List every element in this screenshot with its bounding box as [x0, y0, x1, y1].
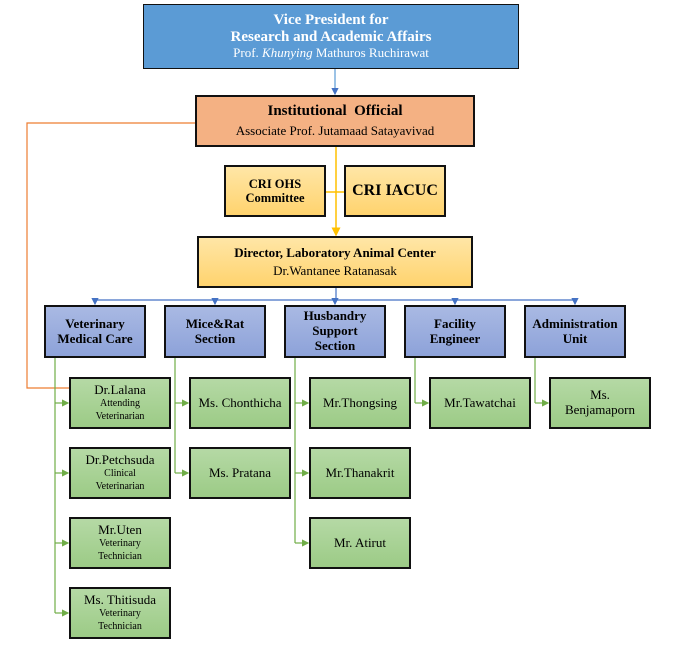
staff-role: Veterinary	[99, 538, 141, 550]
staff-name: Mr.Thanakrit	[325, 464, 395, 480]
cri-iacuc-box: CRI IACUC	[344, 165, 446, 217]
section-label: Facility	[434, 315, 476, 331]
ohs-line1: CRI OHS	[248, 176, 302, 191]
section-label: Unit	[562, 330, 588, 346]
io-title: Institutional Official	[267, 102, 403, 119]
staff-name: Mr.Tawatchai	[444, 394, 516, 410]
vp-name-prefix: Prof.	[233, 45, 259, 61]
cri-ohs-committee-box: CRI OHS Committee	[224, 165, 326, 217]
vp-name: Prof. Khunying Mathuros Ruchirawat	[233, 45, 429, 61]
section-label: Veterinary	[65, 315, 125, 331]
section-label: Administration	[532, 315, 618, 331]
io-name: Associate Prof. Jutamaad Satayavivad	[235, 123, 435, 139]
vp-name-rest: Mathuros Ruchirawat	[315, 45, 429, 61]
section-label: Mice&Rat	[185, 315, 245, 331]
staff-role: Attending	[100, 398, 140, 410]
staff-name: Ms. Thitisuda	[84, 591, 156, 607]
staff-role: Veterinarian	[95, 411, 145, 423]
staff-name: Ms.	[590, 387, 610, 403]
vice-president-box: Vice President for Research and Academic…	[143, 4, 519, 69]
staff-name: Dr.Lalana	[94, 381, 146, 397]
staff-name: Ms. Pratana	[208, 464, 272, 480]
section-label: Engineer	[429, 330, 481, 346]
section-label: Husbandry	[303, 308, 367, 324]
director-title: Director, Laboratory Animal Center	[234, 244, 436, 260]
vp-name-honorific: Khunying	[262, 45, 313, 61]
director-name: Dr.Wantanee Ratanasak	[273, 262, 397, 278]
section-label: Medical Care	[57, 330, 133, 346]
staff-box: Mr. Atirut	[309, 517, 411, 569]
staff-role: Veterinary	[99, 608, 141, 620]
staff-name: Mr. Atirut	[333, 534, 386, 550]
vp-title-line2: Research and Academic Affairs	[230, 29, 432, 46]
institutional-official-box: Institutional Official Associate Prof. J…	[195, 95, 475, 147]
staff-box: Mr.Thongsing	[309, 377, 411, 429]
staff-box: Mr.Thanakrit	[309, 447, 411, 499]
staff-name-line2: Benjamaporn	[564, 402, 636, 417]
section-label: Section	[194, 330, 236, 346]
staff-name: Mr.Uten	[98, 521, 142, 537]
section-label: Section	[314, 337, 356, 353]
ohs-line2: Committee	[245, 191, 305, 205]
staff-role: Technician	[98, 621, 142, 633]
section-label: Support	[312, 323, 358, 339]
staff-box: Mr.Tawatchai	[429, 377, 531, 429]
staff-box: Ms. Chonthicha	[189, 377, 291, 429]
staff-name: Ms. Chonthicha	[198, 394, 282, 410]
official-to-attending-vet-line	[26, 122, 195, 389]
staff-role: Veterinarian	[95, 481, 145, 493]
iacuc-label: CRI IACUC	[352, 181, 438, 199]
vp-title-line1: Vice President for	[273, 11, 389, 28]
staff-box: Ms.Benjamaporn	[549, 377, 651, 429]
staff-role: Technician	[98, 551, 142, 563]
staff-name: Dr.Petchsuda	[85, 451, 155, 467]
director-box: Director, Laboratory Animal Center Dr.Wa…	[197, 236, 473, 288]
staff-box: Ms. Pratana	[189, 447, 291, 499]
staff-role: Clinical	[104, 468, 136, 480]
staff-name: Mr.Thongsing	[322, 394, 398, 410]
